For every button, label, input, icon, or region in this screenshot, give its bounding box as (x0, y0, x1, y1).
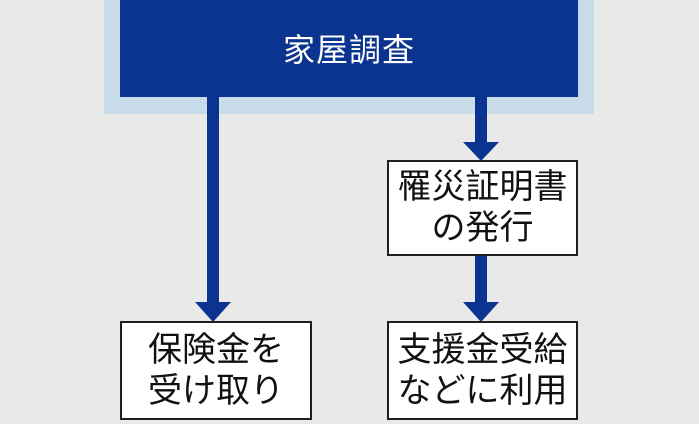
housing-survey-label: 家屋調査 (282, 30, 415, 69)
arrow-survey-to-certificate (463, 97, 499, 161)
insurance-receipt-line-1: 保険金を (148, 329, 284, 370)
insurance-receipt-box: 保険金を 受け取り (120, 321, 312, 420)
arrow-survey-to-insurance (195, 97, 231, 322)
arrow-certificate-to-support (463, 256, 499, 322)
support-funds-line-2: などに利用 (397, 370, 568, 411)
support-funds-line-1: 支援金受給 (397, 329, 568, 370)
disaster-certificate-line-1: 罹災証明書 (397, 167, 568, 207)
support-funds-box: 支援金受給 などに利用 (387, 321, 578, 420)
housing-survey-box: 家屋調査 (120, 0, 578, 97)
disaster-certificate-box: 罹災証明書 の発行 (387, 160, 578, 256)
insurance-receipt-line-2: 受け取り (148, 370, 284, 411)
disaster-certificate-line-2: の発行 (431, 208, 534, 248)
